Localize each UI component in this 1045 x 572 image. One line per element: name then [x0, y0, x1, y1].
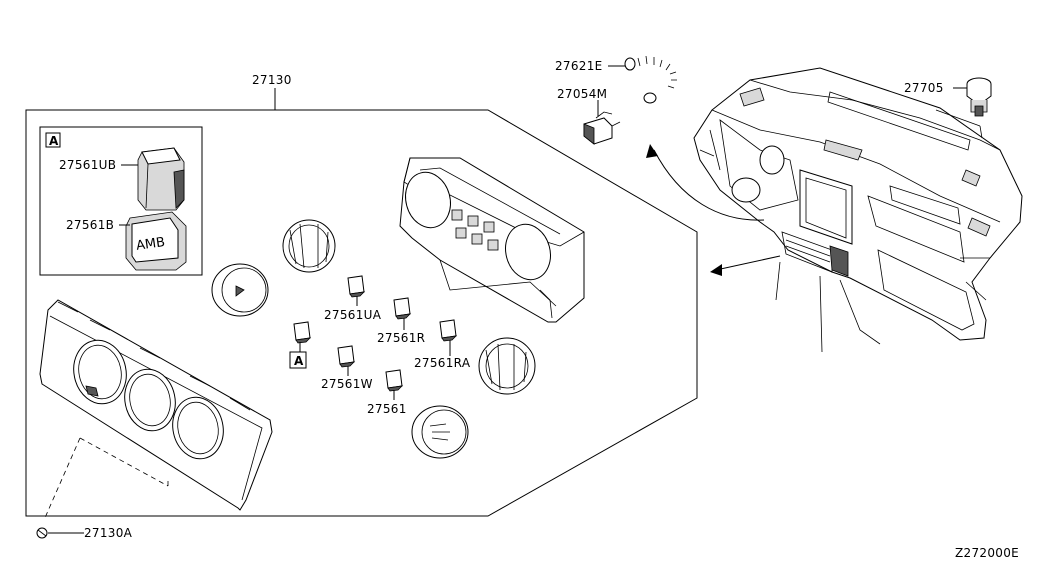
- dial-knob-left-part: [211, 263, 269, 317]
- dashboard-illustration: [693, 67, 1023, 353]
- control-unit-part: [399, 157, 585, 323]
- sensor-27705-part: [966, 77, 992, 117]
- label-27561: 27561: [367, 402, 407, 416]
- detail-box-a-letter: A: [49, 134, 59, 148]
- label-27561r: 27561R: [377, 331, 425, 345]
- label-27561ra: 27561RA: [414, 356, 471, 370]
- harness-27621e-part: [624, 55, 684, 104]
- label-27561ua: 27561UA: [324, 308, 382, 322]
- callout-a-ref-box: [289, 351, 307, 369]
- connector-27054m-part: [583, 111, 621, 145]
- label-27621e: 27621E: [555, 59, 603, 73]
- label-27561ub: 27561UB: [59, 158, 116, 172]
- screw-27130a-part: [36, 527, 48, 539]
- label-27130: 27130: [252, 73, 292, 87]
- dial-knob-bottom-part: [411, 405, 469, 459]
- diagram-code: Z272000E: [955, 546, 1019, 560]
- assembly-boundary: [25, 109, 698, 517]
- button-27561ra-part: [439, 319, 458, 342]
- detail-box-a: [39, 126, 203, 276]
- arrow-to-control: [710, 255, 781, 276]
- front-bezel-part: [39, 299, 273, 511]
- label-27561b: 27561B: [66, 218, 114, 232]
- knob-27561ub-part: [137, 147, 185, 211]
- button-27561b-part: AMB: [125, 211, 187, 271]
- detail-box-a-tag: [45, 132, 61, 148]
- button-27561r-part: [393, 297, 412, 320]
- label-27054m: 27054M: [557, 87, 607, 101]
- arrow-to-connector: [646, 144, 765, 221]
- button-27561ua-part: [347, 275, 366, 298]
- screw-guide-dashed: [43, 437, 169, 521]
- callout-a-ref: A: [294, 354, 304, 368]
- right-ring-knob-part: [478, 337, 536, 395]
- button-27561w-part: [337, 345, 356, 368]
- button-a-part: [293, 321, 312, 344]
- label-27561w: 27561W: [321, 377, 373, 391]
- left-ring-knob-part: [282, 219, 336, 273]
- button-27561-part: [385, 369, 404, 392]
- amb-button-text: AMB: [135, 235, 166, 254]
- label-27705: 27705: [904, 81, 944, 95]
- label-27130a: 27130A: [84, 526, 133, 540]
